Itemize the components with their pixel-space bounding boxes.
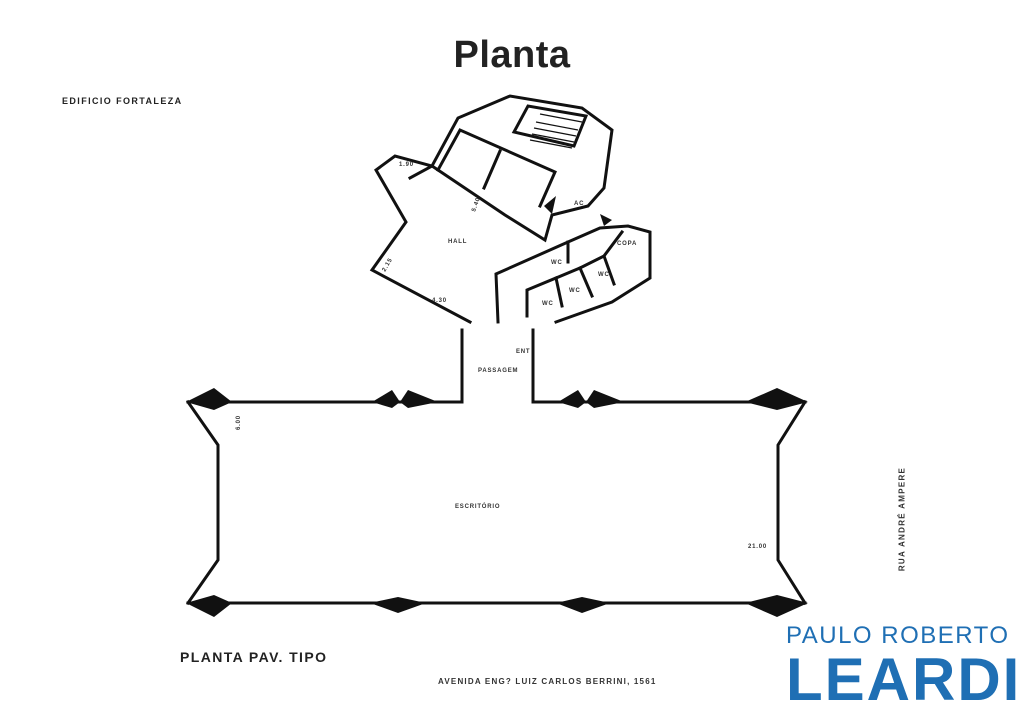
office-left-wall bbox=[185, 399, 220, 606]
building-name: EDIFICIO FORTALEZA bbox=[62, 96, 183, 106]
room-label-corridor: PASSAGEM bbox=[478, 368, 518, 374]
elevator-divider bbox=[482, 149, 502, 190]
plan-caption: PLANTA PAV. TIPO bbox=[180, 649, 328, 665]
room-label-restroom-group: WC bbox=[551, 260, 563, 266]
column bbox=[186, 388, 232, 410]
stair-tread bbox=[531, 133, 575, 143]
stair-tread bbox=[533, 127, 577, 137]
room-label-kitchen: COPA bbox=[617, 241, 637, 247]
room-label-hall: HALL bbox=[448, 239, 467, 245]
column bbox=[586, 390, 624, 408]
column bbox=[370, 597, 426, 613]
column bbox=[745, 388, 808, 410]
dimension-hall-lift: 5.40 bbox=[471, 197, 482, 213]
core-outline bbox=[429, 94, 614, 243]
hall-inner-wall bbox=[407, 163, 435, 181]
dimension-hall-left: 2.15 bbox=[382, 257, 395, 273]
core-corner-fill bbox=[544, 196, 556, 214]
column bbox=[400, 390, 438, 408]
hall-outline bbox=[369, 154, 473, 325]
column bbox=[556, 597, 610, 613]
room-label-wc: WC bbox=[598, 272, 610, 278]
column bbox=[186, 595, 232, 617]
room-label-wc: WC bbox=[542, 301, 554, 307]
room-label-office: ESCRITÓRIO bbox=[455, 502, 500, 510]
stair-tread bbox=[539, 113, 583, 123]
stair-tread bbox=[529, 139, 573, 149]
logo-wordmark: LEARDI bbox=[786, 646, 1022, 713]
company-logo: PAULO ROBERTO LEARDI bbox=[786, 622, 1022, 713]
street-label-side: RUA ANDRÉ AMPERE bbox=[897, 466, 907, 572]
room-label-entry: ENT bbox=[516, 349, 530, 355]
stair-tread bbox=[535, 121, 579, 131]
room-label-wc: WC bbox=[569, 288, 581, 294]
column bbox=[372, 390, 400, 408]
dimension-office-right: 21.00 bbox=[748, 544, 767, 550]
service-outline bbox=[494, 224, 652, 324]
page-title: Planta bbox=[453, 34, 571, 76]
wc-wall-1 bbox=[525, 275, 564, 318]
wall-fill bbox=[600, 214, 612, 226]
dimension-hall-bottom: 4.30 bbox=[432, 298, 447, 304]
logo-top-line: PAULO ROBERTO bbox=[786, 622, 1010, 649]
office-right-wall bbox=[776, 399, 808, 606]
room-label-shaft: AC bbox=[574, 201, 584, 207]
column bbox=[558, 390, 586, 408]
column bbox=[745, 595, 808, 617]
copa-wall bbox=[601, 229, 625, 259]
elevator-wall bbox=[435, 128, 557, 208]
dimension-hall-top: 1.90 bbox=[399, 162, 414, 168]
stair-box bbox=[511, 104, 589, 148]
dimension-office-left: 6.00 bbox=[236, 415, 242, 430]
street-label-bottom: AVENIDA ENG? LUIZ CARLOS BERRINI, 1561 bbox=[438, 677, 657, 686]
